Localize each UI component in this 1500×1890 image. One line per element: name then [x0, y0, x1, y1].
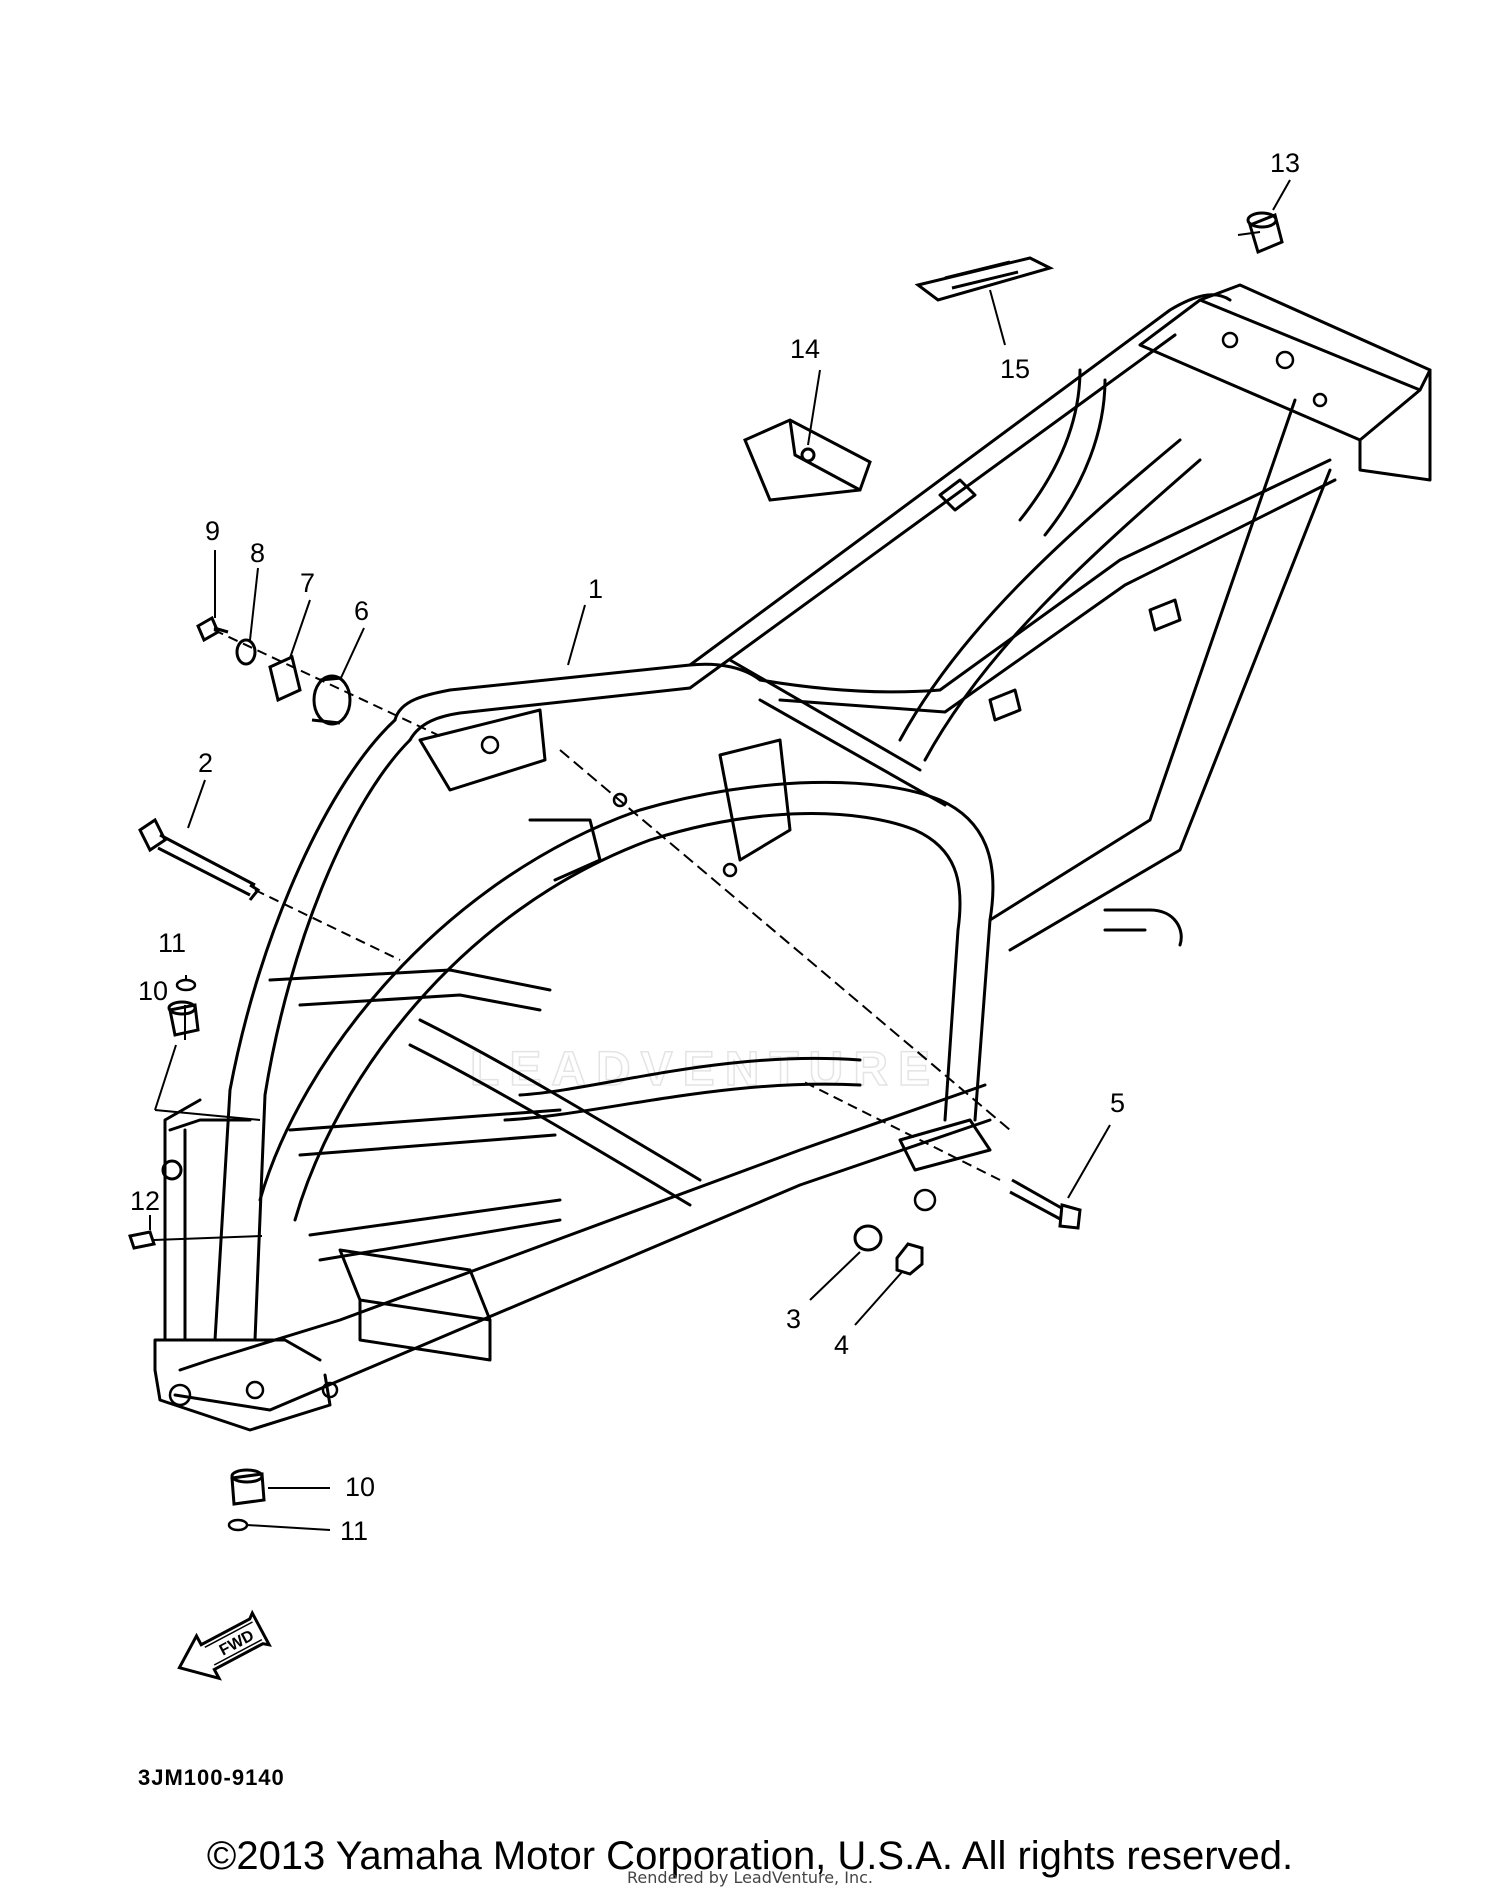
- install-line-rear: [559, 749, 1011, 1131]
- callout-6: 6: [354, 596, 369, 626]
- callout-3: 3: [786, 1304, 801, 1334]
- bolt-long-part: [138, 817, 261, 901]
- callout-2: 2: [198, 748, 213, 778]
- callout-5: 5: [1110, 1088, 1125, 1118]
- damper-10-lower-part: [230, 1468, 266, 1506]
- pad-14-part: [743, 418, 872, 502]
- nut-4-part: [895, 1242, 924, 1276]
- install-line-collar: [213, 629, 441, 737]
- callout-1: 1: [588, 574, 603, 604]
- fwd-arrow-icon: FWD: [177, 1609, 272, 1681]
- callout-9: 9: [205, 516, 220, 546]
- callout-4: 4: [834, 1330, 849, 1360]
- spacer-part: [268, 654, 302, 703]
- drawing-code: 3JM100-9140: [138, 1765, 285, 1790]
- damper-10-upper-part: [167, 1000, 200, 1037]
- ring-11-lower-part: [227, 1518, 249, 1532]
- callout-8: 8: [250, 538, 265, 568]
- collar-part: [311, 674, 352, 726]
- callout-13: 13: [1270, 148, 1300, 178]
- washer-part: [235, 638, 257, 666]
- frame-main: [153, 283, 1432, 1432]
- callout-14: 14: [790, 334, 820, 364]
- callout-11-lower: 11: [340, 1516, 368, 1546]
- label-15-part: [914, 256, 1055, 302]
- small-bolt-part: [196, 615, 229, 643]
- install-line-bolt-2: [254, 889, 401, 961]
- grommet-13-part: [1246, 211, 1284, 255]
- watermark-text: LEADVENTURE: [470, 1043, 940, 1096]
- callout-15: 15: [1000, 354, 1030, 384]
- callout-7: 7: [300, 568, 315, 598]
- frame-mount-holes: [168, 331, 1328, 1407]
- leader-lines: [149, 179, 1291, 1531]
- callout-10-upper: 10: [138, 976, 168, 1006]
- install-line-bolt-5: [799, 1079, 1001, 1181]
- callout-12: 12: [130, 1186, 160, 1216]
- fitting-12-part: [128, 1159, 183, 1250]
- callout-10-lower: 10: [345, 1472, 375, 1502]
- rendered-by-notice: Rendered by LeadVenture, Inc.: [627, 1868, 873, 1887]
- copyright-notice: ©2013 Yamaha Motor Corporation, U.S.A. A…: [206, 1834, 1294, 1878]
- washer-3-part: [853, 1224, 883, 1252]
- bolt-5-part: [1009, 1178, 1082, 1230]
- callout-11-upper: 11: [158, 928, 186, 958]
- ring-11-upper-part: [175, 978, 197, 992]
